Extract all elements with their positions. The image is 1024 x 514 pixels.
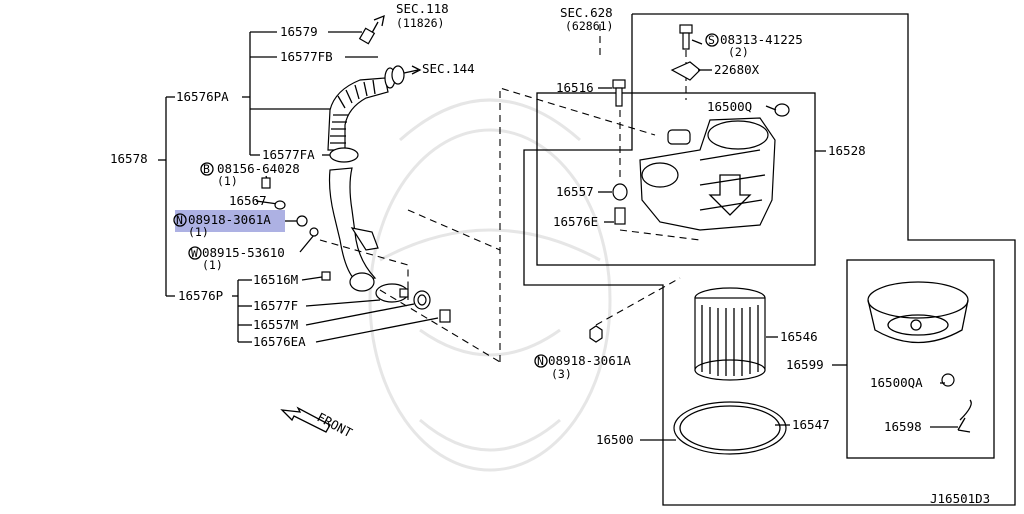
left-parts [261,14,451,323]
cover-box [846,259,995,459]
part-label: (11826) [396,16,444,30]
right-parts [589,24,972,455]
part-label: SEC.118 [396,1,449,16]
part-label: 16500 [596,432,634,447]
part-label: 08156-64028 [217,161,300,176]
part-label: 16547 [792,417,830,432]
assembly-outline [523,13,1016,506]
prefix-s: S [708,33,715,47]
part-label: 08915-53610 [202,245,285,260]
prefix-w: W [191,246,198,260]
diagram-id: J16501D3 [930,491,990,506]
part-label: 16500Q [707,99,752,114]
part-label: (1) [202,258,223,272]
part-label: (2) [728,45,749,59]
watermark-emblem [368,98,612,472]
part-label: 16599 [786,357,824,372]
part-label: 16577F [253,298,298,313]
part-label: (3) [551,367,572,381]
prefix-b: B [203,162,210,176]
part-label: 16516 [556,80,594,95]
part-label: 16567 [229,193,267,208]
right-leader-lines [598,39,958,441]
part-label: 16576P [178,288,223,303]
front-label: FRONT [315,409,356,440]
part-label: (62861) [565,19,613,33]
part-label: 16576EA [253,334,306,349]
part-label: (1) [188,225,209,239]
part-label: 08313-41225 [720,32,803,47]
part-label: 16598 [884,419,922,434]
left-leader-lines [158,31,439,343]
label-highlight [175,210,285,232]
part-labels: SEC.118(11826)1657916577FBSEC.14416576PA… [110,1,923,447]
part-label: 16546 [780,329,818,344]
part-label: 08918-3061A [548,353,631,368]
circled-prefixes: B N W S N [173,33,719,368]
part-label: 16579 [280,24,318,39]
part-label: 16576PA [176,89,229,104]
part-label: 16577FA [262,147,315,162]
part-label: SEC.144 [422,61,475,76]
part-label: 16516M [253,272,298,287]
part-label: 16578 [110,151,148,166]
part-label: 16500QA [870,375,923,390]
part-label: 16528 [828,143,866,158]
part-label: 16577FB [280,49,333,64]
front-arrow [280,406,331,433]
part-label: 16557 [556,184,594,199]
part-label: 16557M [253,317,298,332]
prefix-n: N [176,213,183,227]
prefix-n-lower: N [537,354,544,368]
part-label: (1) [217,174,238,188]
air-cleaner-box [536,92,816,266]
part-label: SEC.628 [560,5,613,20]
part-label: 08918-3061A [188,212,271,227]
part-label: 22680X [714,62,760,77]
part-label: 16576E [553,214,598,229]
